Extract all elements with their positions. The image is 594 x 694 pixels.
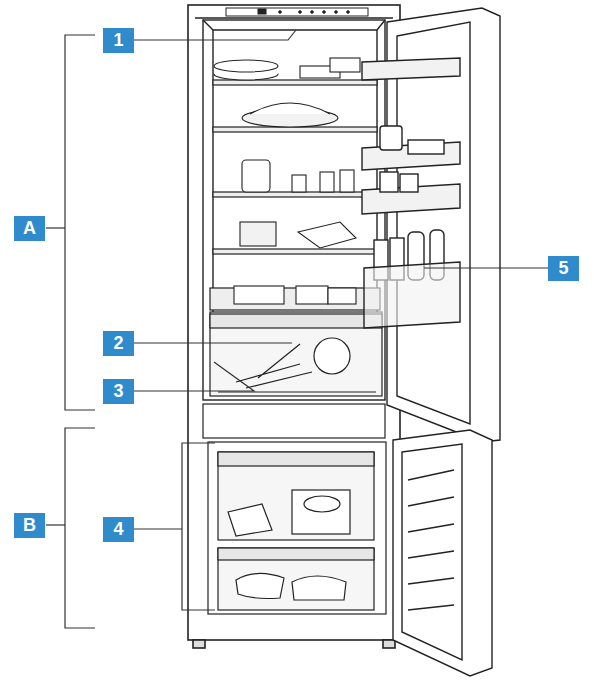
freezer-compartment-part	[228, 504, 272, 536]
freezer-compartment	[208, 442, 386, 614]
leader-lines-part	[182, 443, 215, 610]
leader-lines-part	[65, 428, 95, 628]
leader-lines-part	[134, 528, 182, 529]
fridge-compartment-part	[203, 20, 213, 30]
fridge-body-part	[383, 640, 395, 648]
freezer-compartment-part	[236, 573, 284, 598]
fridge-body-part	[193, 640, 205, 648]
leader-lines	[46, 30, 548, 628]
control-panel-part	[258, 9, 266, 14]
freezer-door-part	[402, 444, 462, 660]
callout-number: 3	[103, 379, 134, 404]
freezer-compartment-part	[292, 576, 346, 600]
freezer-door-part	[393, 430, 492, 676]
divider-panel-part	[203, 404, 385, 438]
food-items-part	[234, 286, 284, 304]
callout-number: 2	[103, 331, 134, 356]
leader-lines-part	[46, 524, 65, 525]
food-items-part	[320, 172, 334, 192]
callout-number: 5	[548, 256, 579, 281]
crisper-drawer-part	[314, 338, 350, 374]
crisper-drawer-part	[210, 312, 382, 396]
crisper-drawer	[210, 312, 382, 396]
section-letter: A	[14, 216, 45, 241]
control-panel	[226, 8, 368, 16]
crisper-drawer-part	[236, 344, 312, 388]
glass-shelves-part	[213, 127, 377, 132]
fridge-body-part	[195, 17, 393, 19]
fridge-door-part	[400, 174, 418, 192]
control-panel-part	[279, 11, 282, 14]
food-items-part	[214, 60, 278, 72]
freezer-compartment-part	[208, 442, 386, 614]
freezer-door-part	[408, 470, 454, 610]
glass-shelves	[210, 80, 380, 310]
food-items-part	[340, 170, 354, 192]
leader-lines-part	[46, 227, 65, 228]
callout-number: 4	[103, 517, 134, 542]
control-panel-part	[347, 11, 350, 14]
section-letter: B	[14, 513, 45, 538]
fridge-door-part	[380, 126, 402, 150]
glass-shelves-part	[213, 80, 377, 85]
control-panel-part	[311, 11, 314, 14]
leader-lines-part	[65, 35, 95, 410]
crisper-drawer-part	[210, 314, 382, 328]
leader-lines-part	[134, 342, 292, 343]
food-items-part	[292, 175, 306, 192]
fridge-door-part	[397, 22, 470, 424]
fridge-door-part	[364, 262, 460, 328]
food-items-part	[240, 222, 276, 246]
fridge-door	[362, 8, 500, 442]
fridge-door-part	[362, 58, 460, 80]
freezer-compartment-part	[218, 452, 374, 466]
leader-lines-part	[134, 362, 254, 391]
fridge-door-part	[408, 140, 444, 154]
control-panel-part	[323, 11, 326, 14]
freezer-compartment-part	[218, 548, 374, 560]
freezer-compartment-part	[304, 496, 340, 512]
leader-lines-part	[424, 267, 548, 268]
control-panel-part	[299, 11, 302, 14]
food-items-part	[328, 288, 356, 304]
glass-shelves-part	[213, 249, 377, 254]
control-panel-part	[226, 8, 368, 16]
food-items-part	[330, 58, 360, 72]
glass-shelves-part	[213, 192, 377, 197]
food-items-part	[298, 222, 356, 248]
freezer-compartment-part	[292, 490, 350, 534]
freezer-compartment-part	[218, 452, 374, 540]
leader-lines-part	[134, 30, 296, 40]
food-items-part	[296, 286, 328, 304]
divider-panel	[203, 404, 385, 438]
freezer-compartment-part	[218, 548, 374, 610]
food-items-part	[250, 103, 330, 114]
fridge-door-part	[380, 172, 398, 192]
food-items	[214, 58, 360, 304]
freezer-door	[393, 430, 492, 676]
food-items-part	[242, 160, 270, 192]
callout-number: 1	[103, 28, 134, 53]
control-panel-part	[335, 11, 338, 14]
fridge-compartment-part	[377, 20, 385, 30]
